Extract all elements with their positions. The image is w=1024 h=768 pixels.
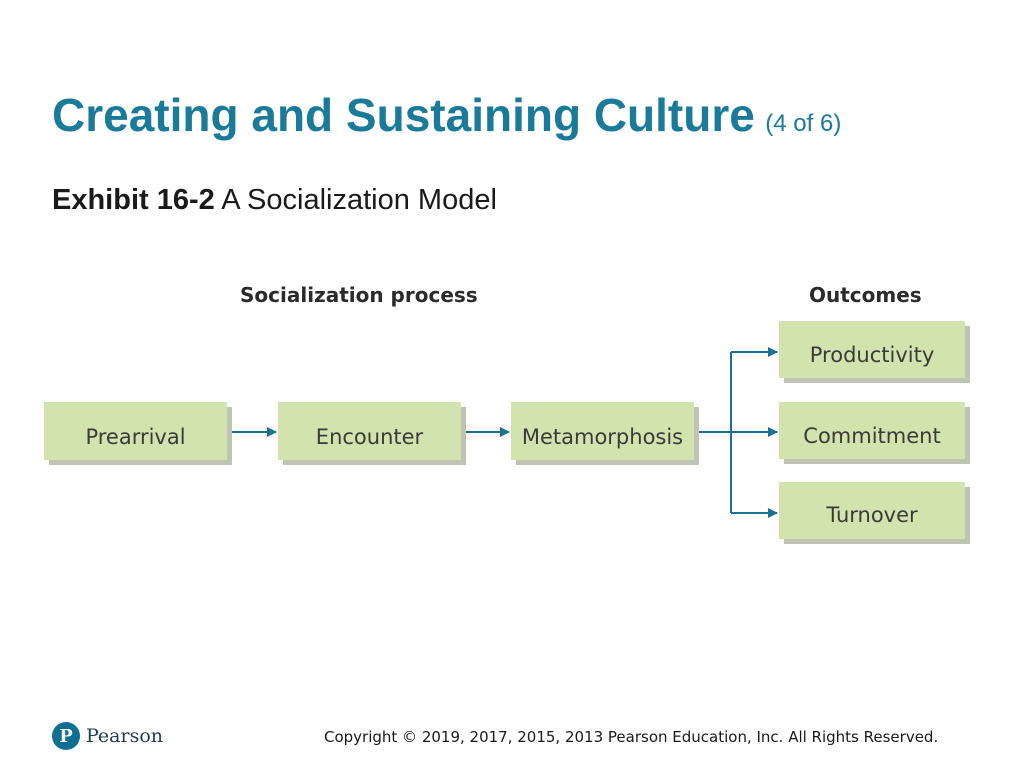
stage-label-prearrival: Prearrival	[85, 425, 185, 449]
stage-label-metamorphosis: Metamorphosis	[522, 425, 683, 449]
pearson-logo-text: Pearson	[86, 725, 164, 747]
outcome-box-productivity: Productivity	[779, 321, 970, 383]
stage-label-encounter: Encounter	[316, 425, 424, 449]
copyright-notice: Copyright © 2019, 2017, 2015, 2013 Pears…	[324, 728, 939, 746]
outcome-branch-connector	[699, 352, 732, 513]
process-heading: Socialization process	[240, 283, 478, 307]
outcome-box-turnover: Turnover	[779, 482, 970, 544]
slide-title-text: Creating and Sustaining Culture	[52, 89, 755, 141]
exhibit-title: A Socialization Model	[221, 184, 497, 216]
stage-box-prearrival: Prearrival	[44, 402, 232, 465]
slide-title: Creating and Sustaining Culture (4 of 6)	[52, 88, 841, 142]
outcome-label-productivity: Productivity	[810, 343, 935, 367]
outcomes-heading: Outcomes	[809, 283, 922, 307]
outcome-label-turnover: Turnover	[825, 503, 918, 527]
pearson-logo-icon: P	[52, 722, 80, 750]
outcome-label-commitment: Commitment	[803, 424, 940, 448]
slide-title-suffix: (4 of 6)	[765, 110, 842, 137]
exhibit-caption: Exhibit 16-2 A Socialization Model	[52, 184, 497, 217]
outcome-box-commitment: Commitment	[779, 402, 970, 464]
stage-box-encounter: Encounter	[278, 402, 466, 465]
pearson-logo: P Pearson	[52, 722, 163, 750]
exhibit-number: Exhibit 16-2	[52, 184, 215, 216]
stage-box-metamorphosis: Metamorphosis	[511, 402, 699, 465]
